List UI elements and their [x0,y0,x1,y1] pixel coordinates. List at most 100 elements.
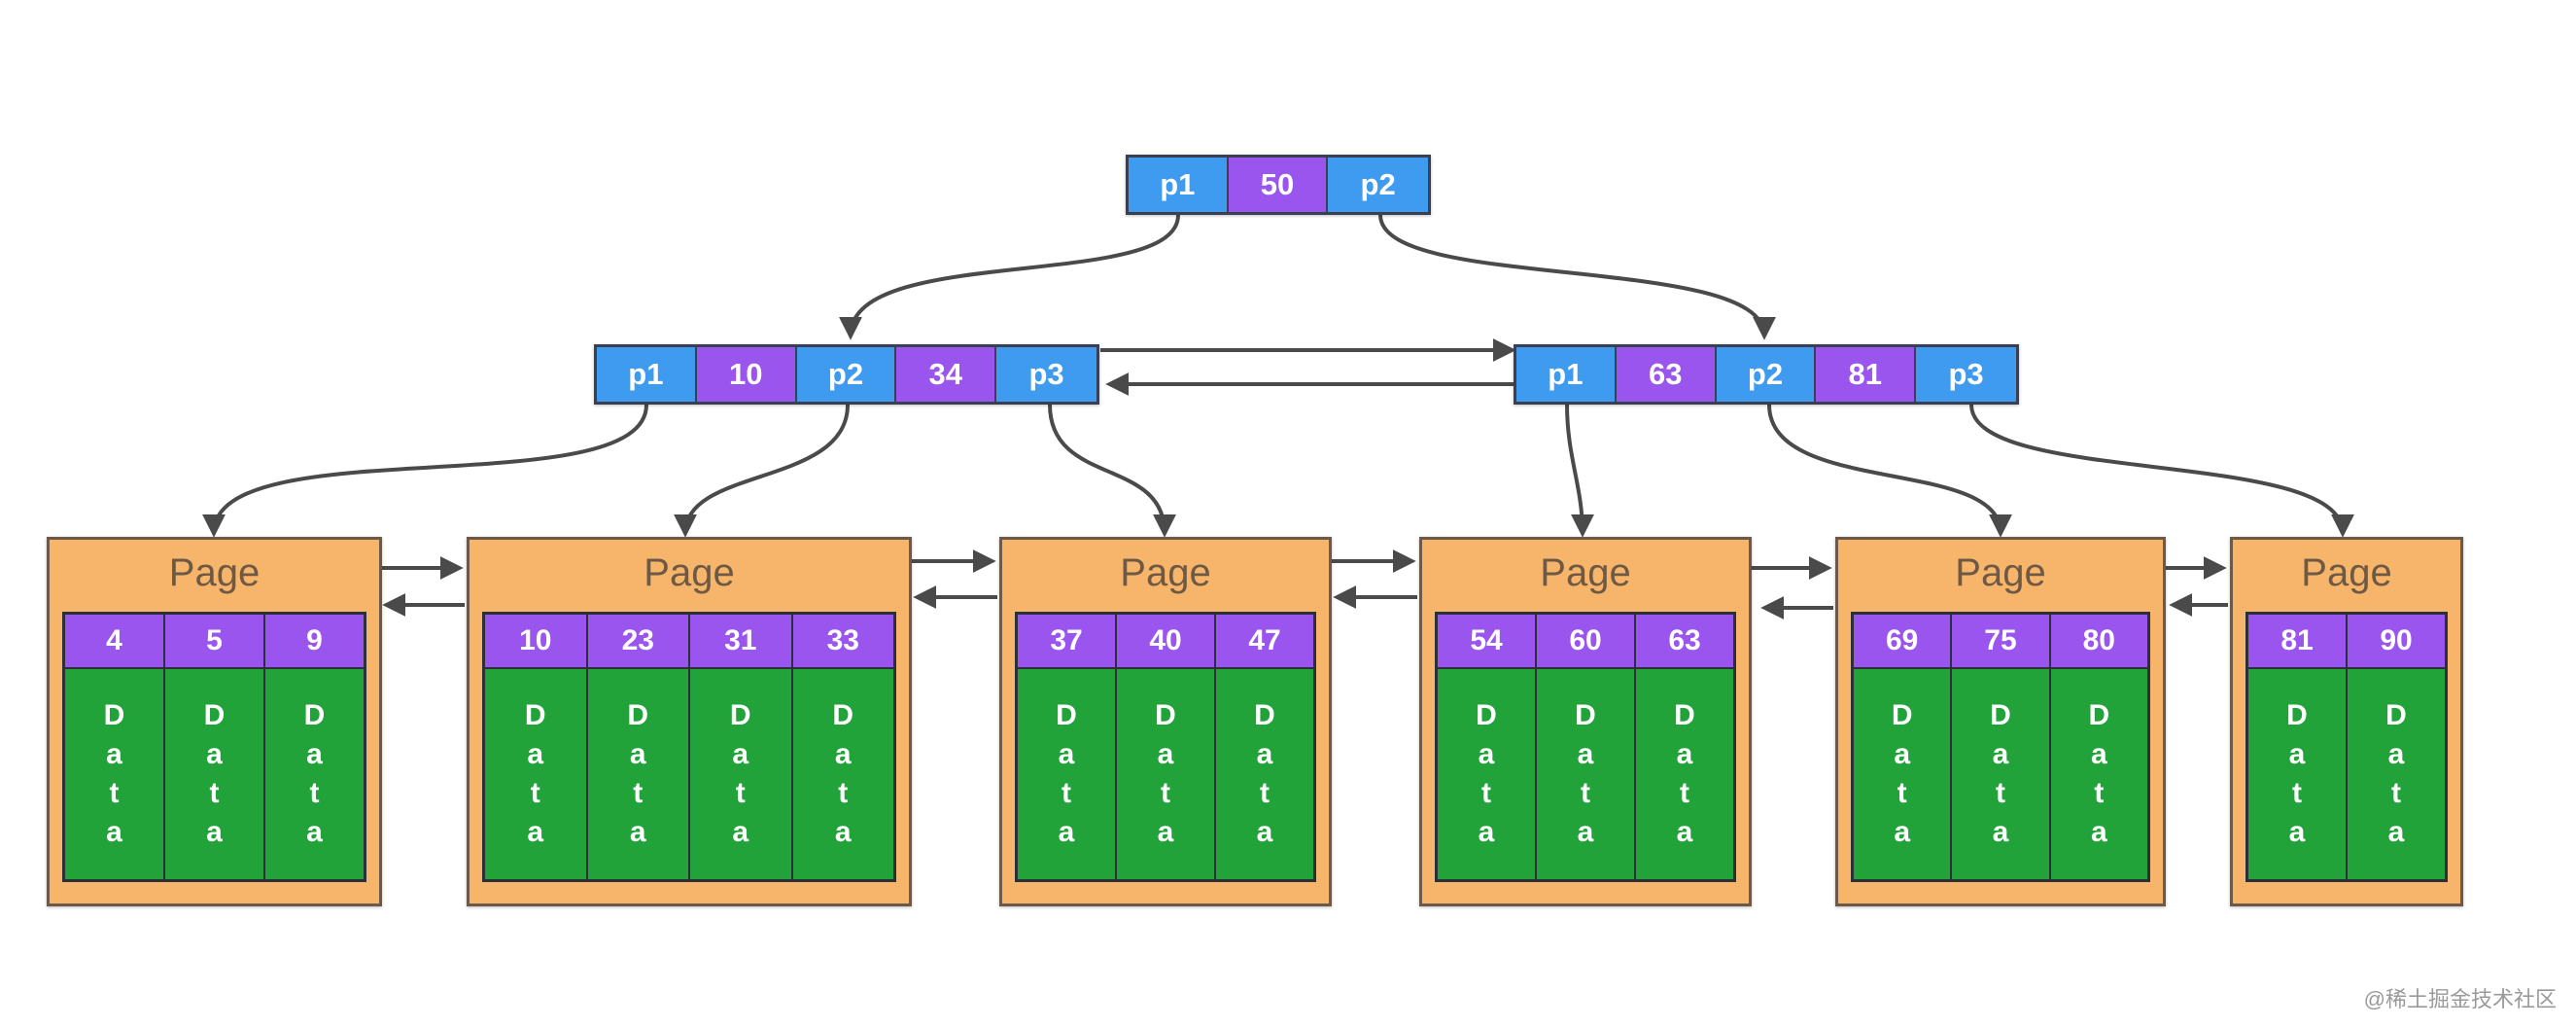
data-letter: a [1894,816,1910,848]
right-p3-arrow [1969,404,2354,538]
data-letter: D [627,699,649,731]
record-key: 80 [2050,615,2147,669]
data-letter: D [1476,699,1497,731]
data-letter: a [1058,738,1075,770]
pointer-cell: p1 [1516,347,1617,402]
pointer-cell: p3 [1916,347,2016,402]
data-letter: D [1891,699,1913,731]
page-title: Page [1955,551,2046,594]
data-letter: t [1680,777,1689,809]
data-letter: t [1995,777,2005,809]
record-key: 81 [2248,615,2346,669]
page-title: Page [1540,551,1631,594]
record-key: 5 [165,615,263,669]
data-letter: t [838,777,849,809]
data-letter: t [1062,777,1071,809]
pointer-cell: p2 [796,347,897,402]
record-key: 69 [1854,615,1951,669]
data-letter: D [1155,699,1176,731]
data-letter: t [2094,777,2105,809]
data-letter: a [1157,738,1174,770]
data-letter: D [1674,699,1695,731]
data-letter: D [524,699,546,731]
data-letter: D [1575,699,1596,731]
right-p1-arrow [1565,404,1594,538]
data-letter: a [2387,738,2405,770]
data-letter: t [1161,777,1170,809]
data-letter: a [306,816,323,848]
data-letter: a [1992,816,2009,848]
record-key: 75 [1952,615,2049,669]
data-letter: a [1058,816,1075,848]
data-letter: a [527,738,544,770]
data-letter: t [2292,777,2302,809]
data-letter: t [1481,777,1491,809]
record-key: 31 [690,615,791,669]
data-letter: t [2391,777,2401,809]
data-letter: a [1894,738,1910,770]
data-letter: a [1478,816,1495,848]
data-letter: a [629,816,646,848]
left-p2-arrow [674,404,850,538]
data-letter: D [2088,699,2110,731]
data-letter: a [1256,816,1273,848]
right-p2-arrow [1767,404,2012,538]
left-p1-arrow [202,404,648,538]
key-cell: 34 [896,347,997,402]
page-title: Page [2301,551,2392,594]
key-cell: 81 [1816,347,1917,402]
pointer-cell: p1 [597,347,697,402]
data-letter: t [1260,777,1270,809]
root-to-right-arrow [1378,214,1776,340]
data-letter: a [106,738,122,770]
data-letter: a [2288,738,2306,770]
data-letter: a [1577,816,1594,848]
data-letter: a [206,816,223,848]
record-key: 33 [792,615,893,669]
data-letter: D [729,699,751,731]
pointer-cell: p2 [1328,158,1428,212]
record-key: 60 [1537,615,1634,669]
data-letter: a [2090,816,2107,848]
data-letter: D [1990,699,2011,731]
record-key: 54 [1438,615,1535,669]
key-cell: 10 [696,347,797,402]
data-letter: a [527,816,544,848]
data-letter: t [1581,777,1590,809]
pointer-cell: p2 [1716,347,1817,402]
